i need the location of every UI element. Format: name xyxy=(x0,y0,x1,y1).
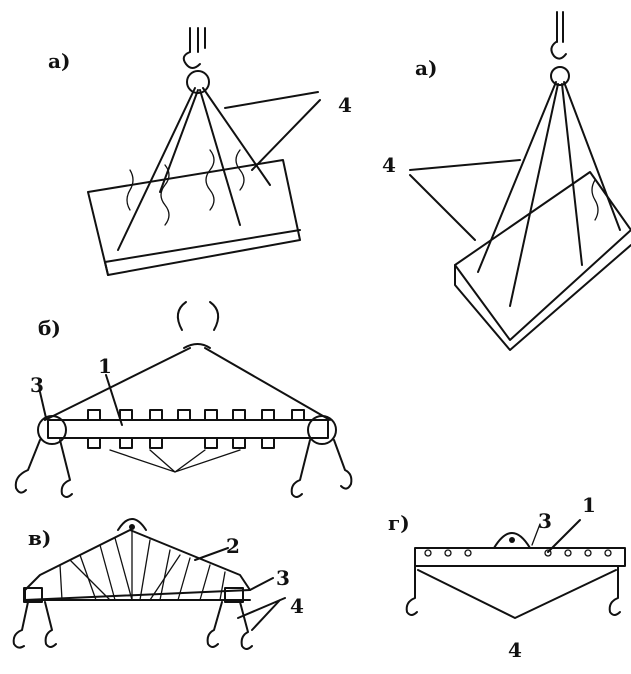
callout-4-v: 4 xyxy=(290,594,304,618)
hook-icon xyxy=(405,565,418,616)
slab-body xyxy=(454,171,631,341)
leader-stud xyxy=(109,449,241,473)
panel-a-left: а) 4 xyxy=(48,27,352,276)
leader-4-a-left xyxy=(224,91,321,171)
hook-icon xyxy=(290,439,311,498)
hook-icon xyxy=(206,601,223,648)
label-v: в) xyxy=(28,526,51,550)
callout-4-g: 4 xyxy=(508,638,522,662)
triangle-sling xyxy=(417,569,617,619)
hook-icon xyxy=(239,601,253,650)
crane-hook-icon xyxy=(182,27,210,94)
callout-3-v: 3 xyxy=(276,566,290,590)
callout-1-b: 1 xyxy=(98,354,112,378)
panel-b: б) xyxy=(14,301,353,498)
lifting-lug xyxy=(117,518,147,531)
beam-studs xyxy=(87,409,305,449)
crane-hook-icon xyxy=(550,11,570,86)
hook-icon xyxy=(14,439,41,494)
callout-3-g: 3 xyxy=(538,509,552,533)
beam xyxy=(47,419,329,439)
callout-4-a-left: 4 xyxy=(338,93,352,117)
callout-1-g: 1 xyxy=(582,493,596,517)
panel-g: г) 1 3 4 xyxy=(388,493,626,662)
pulley-right xyxy=(307,415,337,445)
pulley-left xyxy=(37,415,67,445)
slab-body xyxy=(87,159,301,276)
sling-legs xyxy=(117,87,271,251)
sling-legs xyxy=(44,347,331,421)
lifting-lug xyxy=(493,532,531,549)
leader-4-a-right xyxy=(409,159,521,241)
beam-studs xyxy=(424,549,612,557)
beam xyxy=(414,547,626,567)
callout-3-b: 3 xyxy=(30,373,44,397)
label-a-right: а) xyxy=(415,56,437,80)
label-g: г) xyxy=(388,511,410,535)
callout-4-a-right: 4 xyxy=(382,153,396,177)
panel-v: в) 2 3 4 xyxy=(12,518,304,650)
callout-2-v: 2 xyxy=(226,534,240,558)
sling-legs xyxy=(477,81,621,307)
label-a-left: а) xyxy=(48,49,70,73)
hook-icon xyxy=(333,439,353,490)
panel-a-right: а) 4 xyxy=(382,11,631,351)
hook-icon xyxy=(608,565,621,616)
crane-hook-icon xyxy=(176,301,220,331)
truss-frame xyxy=(24,529,251,601)
hook-icon xyxy=(12,601,29,649)
hook-icon xyxy=(59,439,73,498)
label-b: б) xyxy=(38,316,61,340)
truss-web xyxy=(59,529,226,601)
hook-icon xyxy=(44,601,57,648)
